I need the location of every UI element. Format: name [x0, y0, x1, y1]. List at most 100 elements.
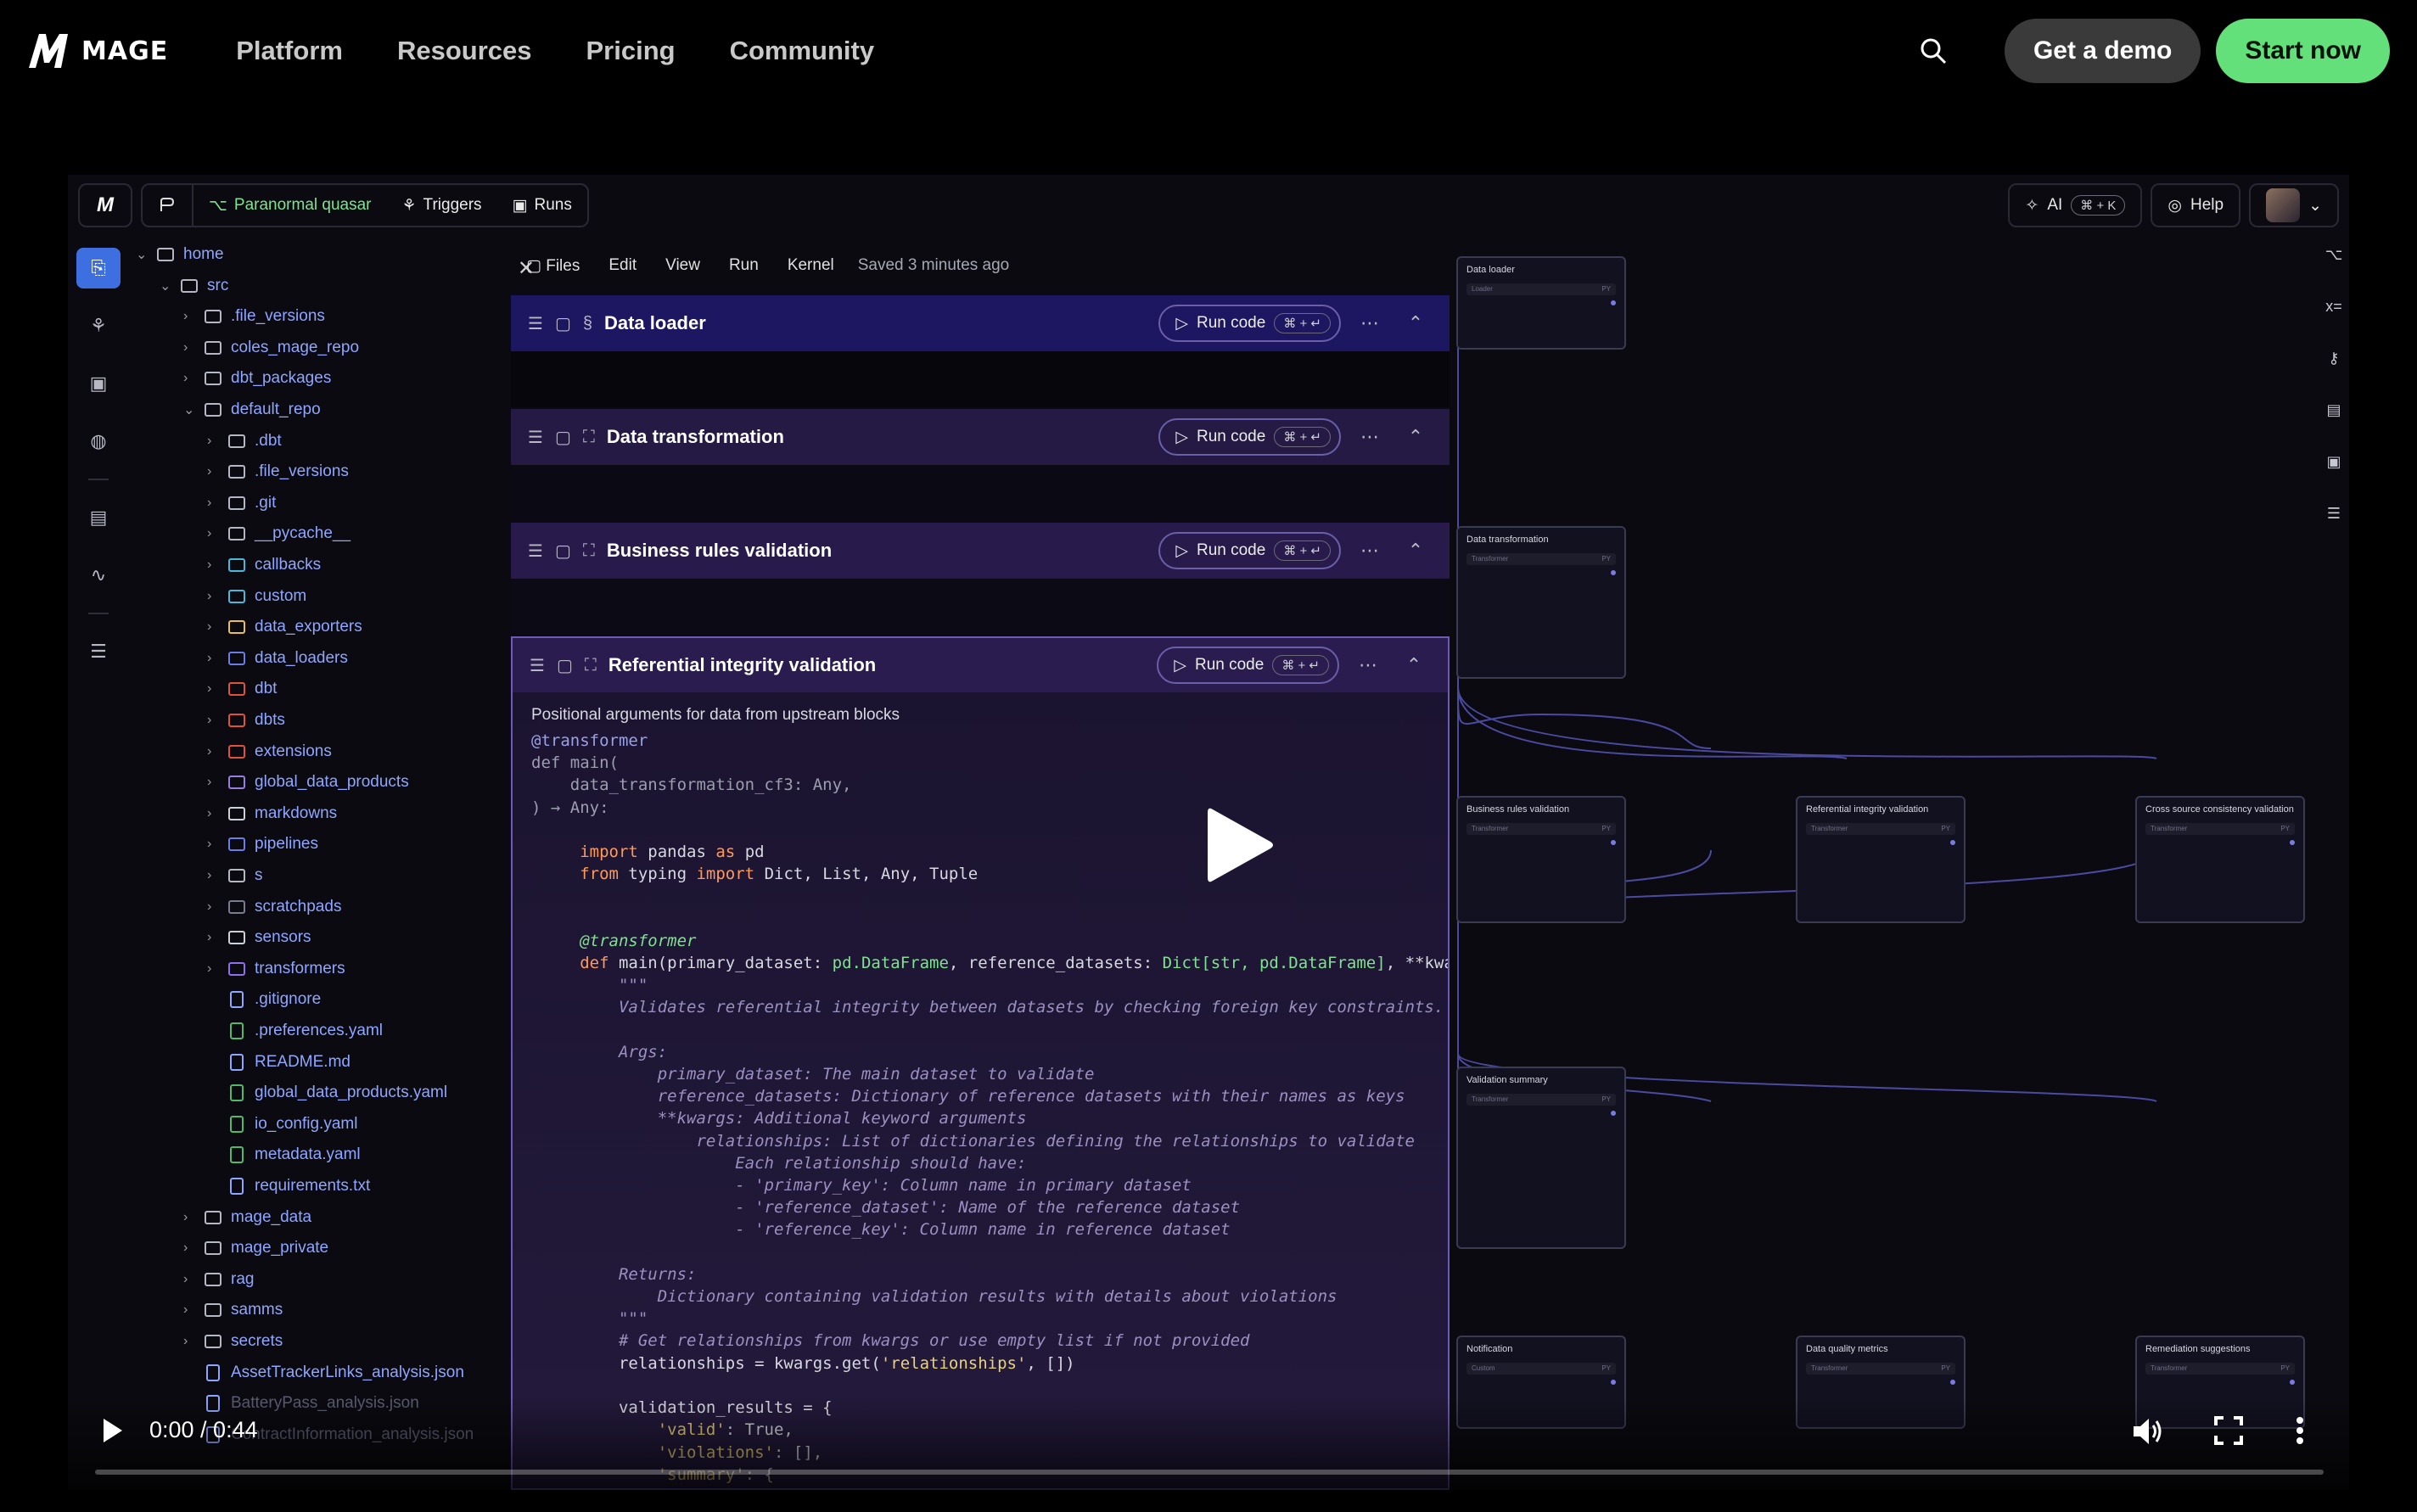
tree-folder[interactable]: ›coles_mage_repo: [183, 333, 359, 363]
play-icon[interactable]: [1201, 803, 1277, 888]
more-icon[interactable]: ⋯: [1359, 654, 1377, 675]
tree-file[interactable]: AssetTrackerLinks_analysis.json: [183, 1358, 464, 1388]
chevron-right-icon[interactable]: ›: [207, 868, 212, 882]
menu-kernel[interactable]: Kernel: [787, 256, 834, 274]
tree-folder[interactable]: ›custom: [207, 581, 306, 612]
block-header-business-rules[interactable]: ☰ ▢ ⛶ Business rules validation ▷ Run co…: [511, 523, 1450, 579]
block-header-data-transformation[interactable]: ☰ ▢ ⛶ Data transformation ▷ Run code ⌘ +…: [511, 409, 1450, 465]
tree-folder[interactable]: ›samms: [183, 1295, 283, 1325]
settings-sliders-icon[interactable]: ☰: [2326, 505, 2341, 522]
key-icon[interactable]: ⚷: [2328, 350, 2340, 367]
tree-folder[interactable]: ›mage_private: [183, 1233, 328, 1263]
sliders-icon[interactable]: ☰: [528, 541, 543, 561]
chevron-right-icon[interactable]: ›: [207, 619, 212, 635]
chevron-right-icon[interactable]: ›: [183, 339, 188, 355]
activity-icon[interactable]: ∿: [90, 564, 107, 585]
chevron-right-icon[interactable]: ›: [207, 805, 212, 820]
tree-folder[interactable]: ›.file_versions: [207, 456, 349, 487]
tree-folder[interactable]: ›.file_versions: [183, 301, 325, 332]
chevron-right-icon[interactable]: ›: [183, 1302, 188, 1318]
chevron-right-icon[interactable]: ›: [207, 743, 212, 759]
tree-file[interactable]: .preferences.yaml: [207, 1016, 383, 1046]
tree-folder[interactable]: ›.dbt: [207, 426, 282, 456]
app-logo[interactable]: M: [78, 183, 132, 227]
nav-platform[interactable]: Platform: [236, 36, 343, 65]
code-editor[interactable]: @transformer def main( data_transformati…: [531, 731, 1448, 1484]
video-progress[interactable]: [95, 1470, 2324, 1475]
chevron-right-icon[interactable]: ›: [183, 1334, 188, 1348]
files-icon[interactable]: ⎘: [76, 248, 121, 288]
collapse-icon[interactable]: ⌃: [1407, 540, 1424, 561]
chevron-right-icon[interactable]: ›: [207, 433, 212, 448]
chevron-right-icon[interactable]: ›: [183, 371, 188, 386]
mage-logo[interactable]: MAGE: [27, 32, 168, 70]
chevron-right-icon[interactable]: ›: [207, 526, 212, 541]
chevron-right-icon[interactable]: ›: [207, 960, 212, 976]
variables-icon[interactable]: x=: [2325, 298, 2342, 315]
tree-folder[interactable]: ›rag: [183, 1264, 254, 1295]
chevron-right-icon[interactable]: ›: [183, 1240, 188, 1256]
tree-folder[interactable]: ›global_data_products: [207, 767, 409, 798]
tab-pipeline[interactable]: ⌥ Paranormal quasar: [193, 185, 387, 226]
tree-folder[interactable]: ›dbt_packages: [183, 363, 331, 394]
menu-edit[interactable]: Edit: [608, 256, 637, 274]
collapse-icon[interactable]: ⌃: [1405, 654, 1422, 675]
more-icon[interactable]: ⋯: [1360, 540, 1379, 561]
search-icon[interactable]: [1908, 25, 1959, 76]
pipeline-icon[interactable]: [143, 185, 193, 226]
chevron-right-icon[interactable]: ›: [207, 930, 212, 945]
menu-files[interactable]: ▢ Files: [526, 256, 580, 275]
chevron-right-icon[interactable]: ›: [207, 713, 212, 727]
block-header-referential-integrity[interactable]: ☰ ▢ ⛶ Referential integrity validation ▷…: [511, 636, 1450, 692]
chevron-right-icon[interactable]: ›: [183, 1271, 188, 1286]
collapse-icon[interactable]: ⌃: [1407, 426, 1424, 447]
chevron-down-icon[interactable]: ⌄: [160, 278, 171, 294]
tree-folder[interactable]: ›transformers: [207, 954, 345, 984]
chevron-right-icon[interactable]: ›: [183, 1209, 188, 1224]
chevron-right-icon[interactable]: ›: [207, 899, 212, 914]
tree-folder[interactable]: ›data_exporters: [207, 612, 362, 642]
tree-file[interactable]: .gitignore: [207, 984, 321, 1015]
close-icon[interactable]: ✕: [517, 257, 535, 280]
tree-folder[interactable]: ›callbacks: [207, 550, 321, 580]
tree-folder[interactable]: ›scratchpads: [207, 892, 341, 922]
product-video[interactable]: M ⌥ Paranormal quasar ⚘ Triggers ▣ Runs …: [68, 175, 2349, 1490]
tree-file[interactable]: io_config.yaml: [207, 1109, 357, 1140]
globe-icon[interactable]: ◍: [90, 430, 107, 451]
run-code-button[interactable]: ▷ Run code ⌘ + ↵: [1158, 418, 1341, 456]
start-now-button[interactable]: Start now: [2216, 19, 2390, 83]
more-icon[interactable]: ⋯: [1360, 312, 1379, 333]
help-button[interactable]: ◎ Help: [2151, 183, 2241, 227]
runs-rail-icon[interactable]: ▣: [89, 372, 108, 394]
run-code-button[interactable]: ▷ Run code ⌘ + ↵: [1158, 532, 1341, 569]
triggers-rail-icon[interactable]: ⚘: [90, 315, 107, 336]
chevron-right-icon[interactable]: ›: [207, 464, 212, 479]
block-header-data-loader[interactable]: ☰ ▢ § Data loader ▷ Run code ⌘ + ↵ ⋯ ⌃: [511, 295, 1450, 351]
tree-folder[interactable]: ›__pycache__: [207, 518, 350, 549]
tree-folder[interactable]: ›pipelines: [207, 829, 318, 860]
chevron-right-icon[interactable]: ›: [207, 650, 212, 665]
chevron-right-icon[interactable]: ›: [207, 681, 212, 697]
run-code-button[interactable]: ▷ Run code ⌘ + ↵: [1158, 305, 1341, 342]
tree-file[interactable]: requirements.txt: [207, 1171, 370, 1201]
terminal-icon[interactable]: ▤: [89, 507, 108, 528]
collapse-icon[interactable]: ⌃: [1407, 312, 1424, 333]
tree-folder[interactable]: ›mage_data: [183, 1202, 311, 1233]
chevron-right-icon[interactable]: ›: [207, 775, 212, 790]
play-icon[interactable]: [97, 1415, 127, 1446]
tab-runs[interactable]: ▣ Runs: [497, 185, 587, 226]
sliders-icon[interactable]: ☰: [530, 656, 545, 675]
tree-folder[interactable]: ›dbts: [207, 705, 285, 736]
chevron-right-icon[interactable]: ›: [207, 557, 212, 572]
menu-view[interactable]: View: [665, 256, 700, 274]
more-vertical-icon[interactable]: [2291, 1414, 2308, 1448]
tree-file[interactable]: metadata.yaml: [207, 1140, 361, 1170]
tree-file[interactable]: README.md: [207, 1047, 350, 1078]
code-cell[interactable]: Positional arguments for data from upstr…: [511, 692, 1450, 1490]
ai-button[interactable]: ✧ AI ⌘ + K: [2008, 183, 2143, 227]
sliders-icon[interactable]: ☰: [528, 428, 543, 447]
